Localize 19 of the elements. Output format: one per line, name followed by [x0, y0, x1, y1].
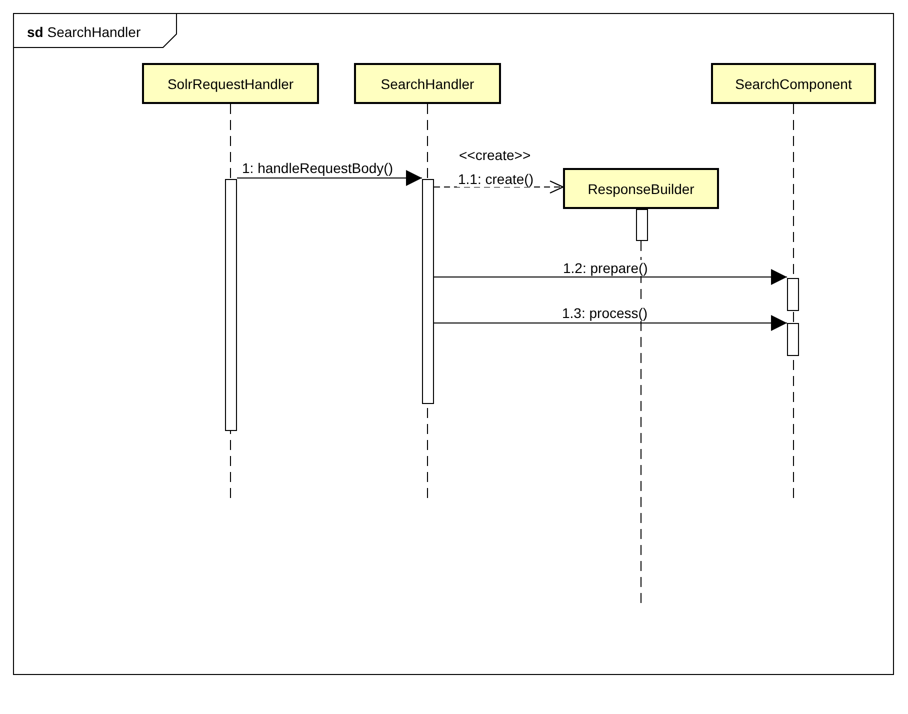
activation-bar [636, 209, 648, 241]
diagram-frame [13, 13, 894, 675]
message-label: 1.1: create() [457, 171, 534, 187]
lifeline-head: ResponseBuilder [563, 168, 719, 209]
create-message-arrow [434, 180, 564, 194]
message-label: 1: handleRequestBody() [241, 160, 394, 176]
lifeline-head: SolrRequestHandler [142, 63, 319, 104]
message-label: 1.2: prepare() [562, 260, 649, 276]
activation-bar [787, 323, 799, 356]
activation-bar [787, 278, 799, 311]
message-arrow [434, 315, 788, 331]
message-arrow [434, 269, 788, 285]
activation-bar [422, 179, 434, 404]
lifeline-head: SearchComponent [711, 63, 876, 104]
activation-bar [225, 179, 237, 431]
message-label: 1.3: process() [561, 305, 649, 321]
message-arrow [236, 170, 422, 186]
frame-title: sd SearchHandler [26, 24, 142, 40]
lifeline-head: SearchHandler [354, 63, 501, 104]
